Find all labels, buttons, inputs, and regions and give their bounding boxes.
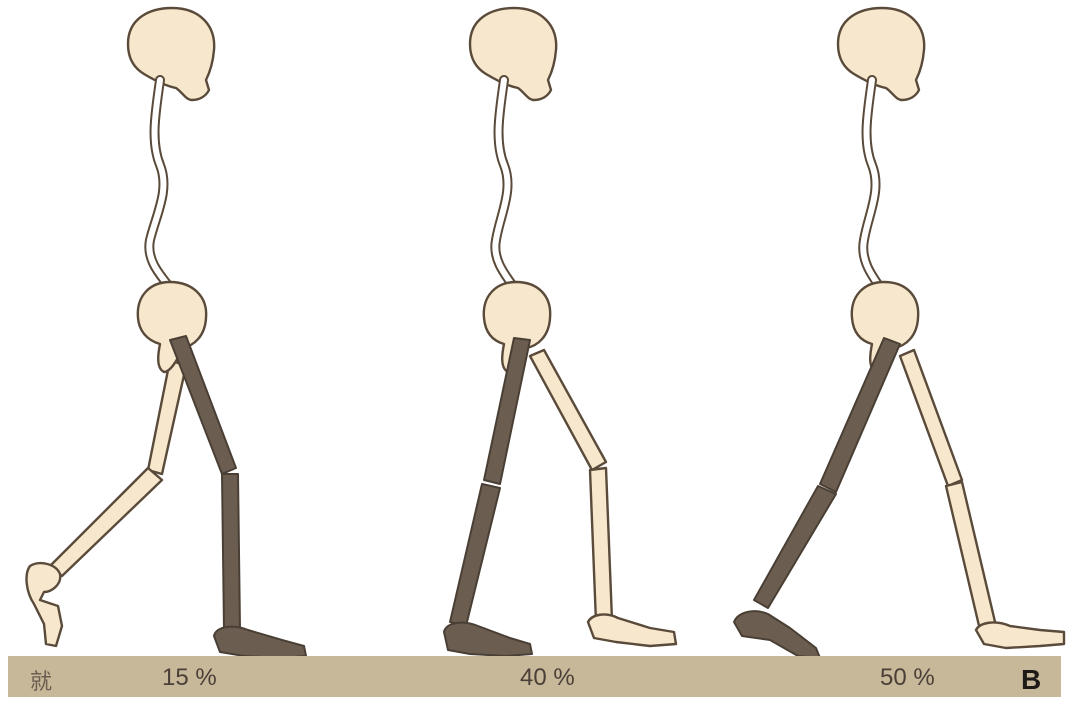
back-shin-bone bbox=[50, 468, 162, 576]
front-foot-bone bbox=[444, 623, 532, 656]
back-thigh-bone bbox=[900, 350, 962, 486]
back-shin-bone bbox=[590, 468, 612, 622]
back-foot-bone bbox=[976, 623, 1064, 648]
pelvis-icon bbox=[138, 282, 206, 372]
back-thigh-bone bbox=[148, 360, 186, 474]
front-thigh-bone bbox=[820, 338, 900, 492]
skull-icon bbox=[838, 8, 924, 100]
skull-icon bbox=[470, 8, 556, 100]
front-shin-bone bbox=[450, 484, 500, 626]
front-shin-bone bbox=[222, 474, 240, 630]
front-thigh-bone bbox=[170, 336, 236, 474]
front-foot-bone bbox=[734, 611, 820, 658]
panel-letter: B bbox=[1021, 664, 1041, 696]
skeleton-figure-15 bbox=[27, 8, 306, 658]
front-foot-bone bbox=[214, 627, 306, 658]
back-foot-bone bbox=[27, 563, 62, 646]
back-thigh-bone bbox=[530, 350, 606, 470]
back-shin-bone bbox=[946, 482, 996, 630]
corner-mark: 就 bbox=[30, 664, 52, 696]
phase-label-15: 15 % bbox=[162, 664, 217, 692]
front-shin-bone bbox=[754, 486, 836, 608]
skeleton-figure-50 bbox=[734, 8, 1064, 658]
skull-icon bbox=[128, 8, 214, 100]
phase-label-50: 50 % bbox=[880, 664, 935, 692]
back-foot-bone bbox=[588, 615, 676, 646]
phase-label-40: 40 % bbox=[520, 664, 575, 692]
skeleton-figure-40 bbox=[444, 8, 676, 656]
